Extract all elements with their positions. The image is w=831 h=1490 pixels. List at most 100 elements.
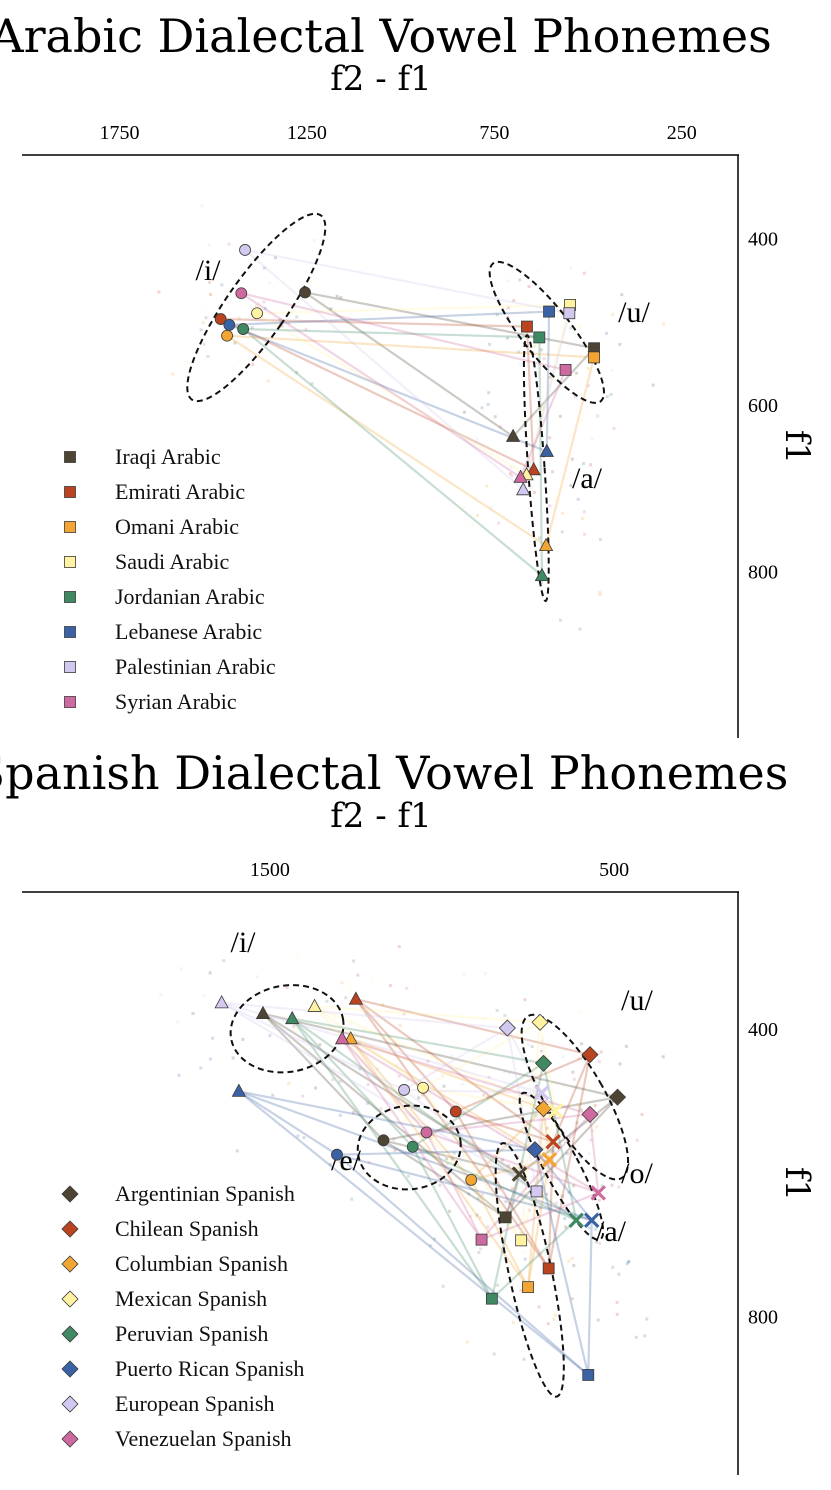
connector-line-columbian-spanish xyxy=(470,1158,550,1181)
connector-line-peruvian-spanish xyxy=(491,1219,577,1300)
connector-line-argentinian-spanish xyxy=(382,1139,507,1219)
background-sample xyxy=(620,293,624,297)
arabic-connector-lines xyxy=(220,248,596,577)
vowel-region-u xyxy=(520,1013,630,1181)
background-sample xyxy=(560,530,564,534)
legend-swatch-saudi-arabic xyxy=(64,556,76,568)
background-sample xyxy=(479,1271,483,1275)
x-tick-label: 250 xyxy=(667,122,697,144)
vowel-region-a xyxy=(522,334,550,603)
background-sample xyxy=(312,239,316,243)
connector-line-chilean-spanish xyxy=(455,1053,591,1113)
marker-puerto-rican-spanish-o xyxy=(583,1212,600,1228)
background-sample xyxy=(548,375,552,379)
marker-peruvian-spanish-e xyxy=(406,1140,419,1153)
background-sample xyxy=(440,1073,444,1077)
marker-lebanese-arabic-a xyxy=(539,443,554,457)
background-sample xyxy=(476,513,480,517)
legend-label-chilean-spanish: Chilean Spanish xyxy=(115,1216,259,1241)
background-sample xyxy=(467,1192,471,1196)
spanish-data-markers xyxy=(214,991,627,1381)
marker-syrian-arabic-u xyxy=(559,363,572,376)
background-sample xyxy=(550,1150,554,1154)
connector-line-columbian-spanish xyxy=(349,1038,529,1288)
background-sample xyxy=(597,1060,601,1064)
marker-columbian-spanish-i xyxy=(343,1030,358,1045)
background-sample xyxy=(615,1300,619,1304)
background-sample xyxy=(281,280,285,284)
connector-line-venezuelan-spanish xyxy=(426,1131,599,1194)
background-sample xyxy=(610,1183,614,1187)
background-sample xyxy=(338,1080,342,1084)
background-sample xyxy=(599,538,603,542)
background-sample xyxy=(417,1096,421,1100)
background-sample xyxy=(582,510,586,514)
background-sample xyxy=(255,975,259,979)
marker-chilean-spanish-o xyxy=(545,1133,561,1150)
connector-line-argentinian-spanish xyxy=(262,1012,618,1099)
background-sample xyxy=(576,497,580,501)
background-sample xyxy=(379,1107,383,1111)
background-sample xyxy=(636,315,640,319)
marker-puerto-rican-spanish-a xyxy=(582,1369,595,1381)
connector-line-puerto-rican-spanish xyxy=(533,1149,590,1376)
background-sample xyxy=(475,437,479,441)
background-sample xyxy=(577,1104,581,1108)
background-sample xyxy=(344,996,348,1000)
background-sample xyxy=(583,484,587,488)
background-sample xyxy=(287,321,291,325)
vowel-region-label: /u/ xyxy=(621,984,653,1017)
background-sample xyxy=(572,1077,576,1081)
connector-line-jordanian-arabic xyxy=(243,327,540,339)
marker-mexican-spanish-e xyxy=(417,1081,429,1094)
legend-swatch-columbian-spanish xyxy=(61,1255,79,1273)
background-sample xyxy=(159,993,163,997)
background-sample xyxy=(340,981,344,985)
legend-swatch-peruvian-spanish xyxy=(61,1325,79,1343)
connector-line-columbian-spanish xyxy=(526,1159,551,1288)
background-sample xyxy=(572,1184,576,1188)
legend-swatch-venezuelan-spanish xyxy=(61,1430,79,1448)
background-sample xyxy=(370,977,374,981)
background-sample xyxy=(506,1144,510,1148)
connector-line-iraqi-arabic xyxy=(304,291,514,438)
marker-omani-arabic-a xyxy=(538,537,554,552)
marker-palestinian-arabic-u xyxy=(563,307,576,320)
legend-label-omani-arabic: Omani Arabic xyxy=(115,514,239,539)
background-sample xyxy=(533,344,537,348)
marker-european-spanish-i xyxy=(214,995,229,1009)
connector-line-puerto-rican-spanish xyxy=(238,1090,338,1156)
marker-mexican-spanish-a xyxy=(515,1234,528,1247)
background-sample xyxy=(486,402,490,406)
background-sample xyxy=(552,1317,556,1321)
marker-iraqi-arabic-a xyxy=(505,428,521,442)
background-sample xyxy=(309,279,313,283)
background-sample xyxy=(611,313,615,317)
background-sample xyxy=(289,310,293,314)
connector-line-mexican-spanish xyxy=(422,1086,556,1112)
background-sample xyxy=(246,945,250,949)
background-sample xyxy=(429,1136,433,1140)
legend-label-columbian-spanish: Columbian Spanish xyxy=(115,1251,288,1276)
background-sample xyxy=(233,341,237,345)
background-sample xyxy=(593,1227,597,1231)
marker-palestinian-arabic-i xyxy=(239,244,251,256)
background-sample xyxy=(357,1042,361,1046)
background-sample xyxy=(503,1070,507,1074)
background-sample xyxy=(480,1232,484,1236)
background-sample xyxy=(381,1003,385,1007)
background-sample xyxy=(512,299,516,303)
marker-european-spanish-a xyxy=(530,1185,543,1198)
connector-line-venezuelan-spanish xyxy=(425,1131,483,1241)
background-sample xyxy=(517,350,521,354)
background-sample xyxy=(478,1177,482,1181)
background-sample xyxy=(488,342,492,346)
vowel-region-e xyxy=(356,1104,462,1191)
marker-venezuelan-spanish-u xyxy=(581,1105,599,1123)
marker-venezuelan-spanish-e xyxy=(420,1126,433,1139)
background-sample xyxy=(397,945,401,949)
spanish-chart-title: Spanish Dialectal Vowel Phonemes xyxy=(0,746,788,800)
background-sample xyxy=(335,294,339,298)
background-sample xyxy=(251,362,255,366)
background-sample xyxy=(579,1156,583,1160)
